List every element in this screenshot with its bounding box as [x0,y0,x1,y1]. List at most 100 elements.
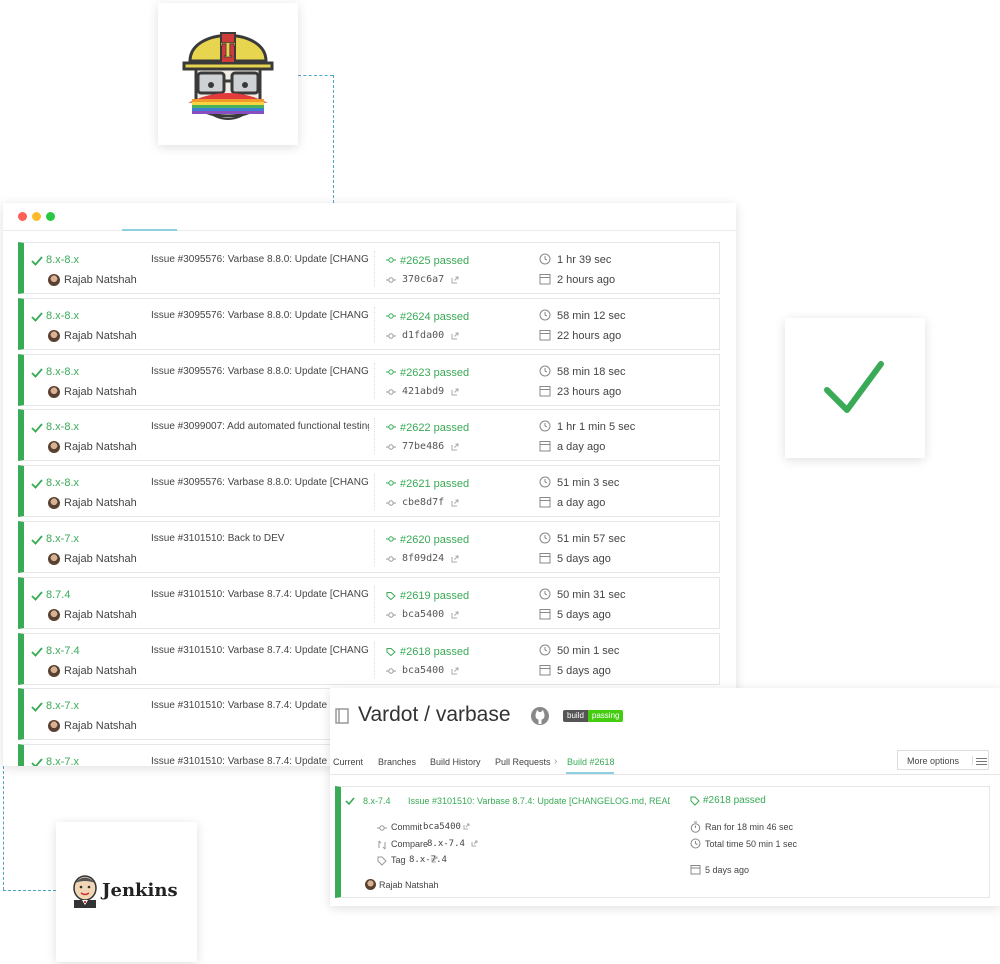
calendar-icon [539,497,551,508]
build-branch[interactable]: 8.x-7.x [46,700,80,713]
avatar [365,879,376,890]
avatar [48,497,60,510]
build-branch[interactable]: 8.x-7.x [46,756,80,766]
external-link-icon[interactable] [451,388,459,396]
clock-icon [539,365,551,377]
window-close-button[interactable] [18,212,27,221]
commit-hash[interactable]: 370c6a7 [402,274,445,285]
avatar [48,329,60,342]
check-icon [31,758,43,766]
check-icon [31,702,43,713]
commit-hash[interactable]: 77be486 [402,441,445,453]
detail-commit-hash[interactable]: bca5400 [423,822,461,832]
commit-icon [386,480,396,486]
more-options-button[interactable]: More options [897,750,989,770]
build-duration: 58 min 12 sec [557,309,626,322]
tab-current[interactable]: Current [333,757,364,767]
build-branch[interactable]: 8.x-8.x [46,309,80,322]
build-branch[interactable]: 8.x-8.x [46,477,80,490]
build-number-status[interactable]: #2621 passed [400,478,470,491]
detail-author: Rajab Natshah [379,880,439,890]
external-link-icon[interactable] [463,823,470,830]
tab-build-history[interactable]: Build History [430,757,481,767]
commit-icon [386,612,396,618]
build-author: Rajab Natshah [64,553,137,565]
commit-icon [386,536,396,542]
check-icon [31,368,43,378]
commit-hash[interactable]: bca5400 [402,664,445,676]
commit-hash[interactable]: 421abd9 [402,385,445,397]
tab-build-2618[interactable]: Build #2618 [567,757,615,767]
travis-ci-logo-card: T [158,3,298,145]
detail-tag[interactable]: 8.x-7.4 [409,855,447,865]
external-link-icon[interactable] [451,332,459,340]
tab-pull-requests[interactable]: Pull Requests [495,757,551,767]
column-divider [374,641,375,678]
clock-icon [539,253,551,265]
build-number-status[interactable]: #2623 passed [400,366,470,379]
build-number-status[interactable]: #2625 passed [400,255,470,267]
build-branch[interactable]: 8.x-7.x [46,533,80,545]
commit-hash[interactable]: cbe8d7f [402,497,445,509]
detail-branch[interactable]: 8.x-7.4 [363,796,391,806]
commit-icon [386,313,396,319]
avatar [48,441,60,454]
detail-total-time: Total time 50 min 1 sec [705,839,798,849]
avatar [48,720,60,733]
build-branch[interactable]: 8.x-7.4 [46,644,80,657]
detail-commit-message: Issue #3101510: Varbase 8.7.4: Update [C… [408,796,670,806]
external-link-icon[interactable] [471,840,478,847]
repo-title[interactable]: Vardot / varbase [358,703,511,726]
success-check-card [785,318,925,458]
build-branch[interactable]: 8.x-8.x [46,365,80,378]
external-link-icon[interactable] [451,555,459,563]
build-number-status[interactable]: #2618 passed [400,645,470,658]
external-link-icon[interactable] [451,499,459,507]
commit-icon [386,333,396,339]
build-number-status[interactable]: #2620 passed [400,534,470,546]
window-maximize-button[interactable] [46,212,55,221]
external-link-icon[interactable] [451,276,459,284]
github-icon[interactable] [530,706,550,726]
column-divider [374,362,375,399]
external-link-icon[interactable] [451,443,459,451]
detail-build-status[interactable]: #2618 passed [703,795,766,806]
column-divider [374,251,375,287]
detail-compare-range[interactable]: 8.x-7.4 [427,839,465,849]
build-commit-message: Issue #3101510: Varbase 8.7.4: Update [C… [151,756,369,766]
build-number-status[interactable]: #2622 passed [400,422,470,435]
tab-branches[interactable]: Branches [378,757,417,767]
external-link-icon[interactable] [451,611,459,619]
column-divider [374,306,375,343]
commit-hash[interactable]: 8f09d24 [402,553,445,564]
build-detail-card: 8.x-7.4 Issue #3101510: Varbase 8.7.4: U… [335,786,990,898]
commit-hash[interactable]: bca5400 [402,608,445,620]
external-link-icon[interactable] [431,856,438,863]
window-minimize-button[interactable] [32,212,41,221]
build-number-status[interactable]: #2619 passed [400,589,470,602]
detail-commit-label: Commit [391,822,422,832]
stopwatch-icon [690,821,701,833]
build-number-status[interactable]: #2624 passed [400,310,470,323]
check-icon [31,312,43,322]
build-duration: 50 min 31 sec [557,588,626,601]
avatar [48,664,60,677]
build-branch[interactable]: 8.x-8.x [46,254,80,266]
chevron-right-icon: › [554,756,558,767]
calendar-icon [539,329,551,341]
check-icon [31,479,43,490]
build-branch[interactable]: 8.x-8.x [46,421,80,434]
build-branch[interactable]: 8.7.4 [46,588,71,601]
external-link-icon[interactable] [451,667,459,675]
jenkins-logo-card: Jenkins [56,822,197,962]
hamburger-menu-icon [972,756,987,765]
commit-hash[interactable]: d1fda00 [402,329,445,341]
